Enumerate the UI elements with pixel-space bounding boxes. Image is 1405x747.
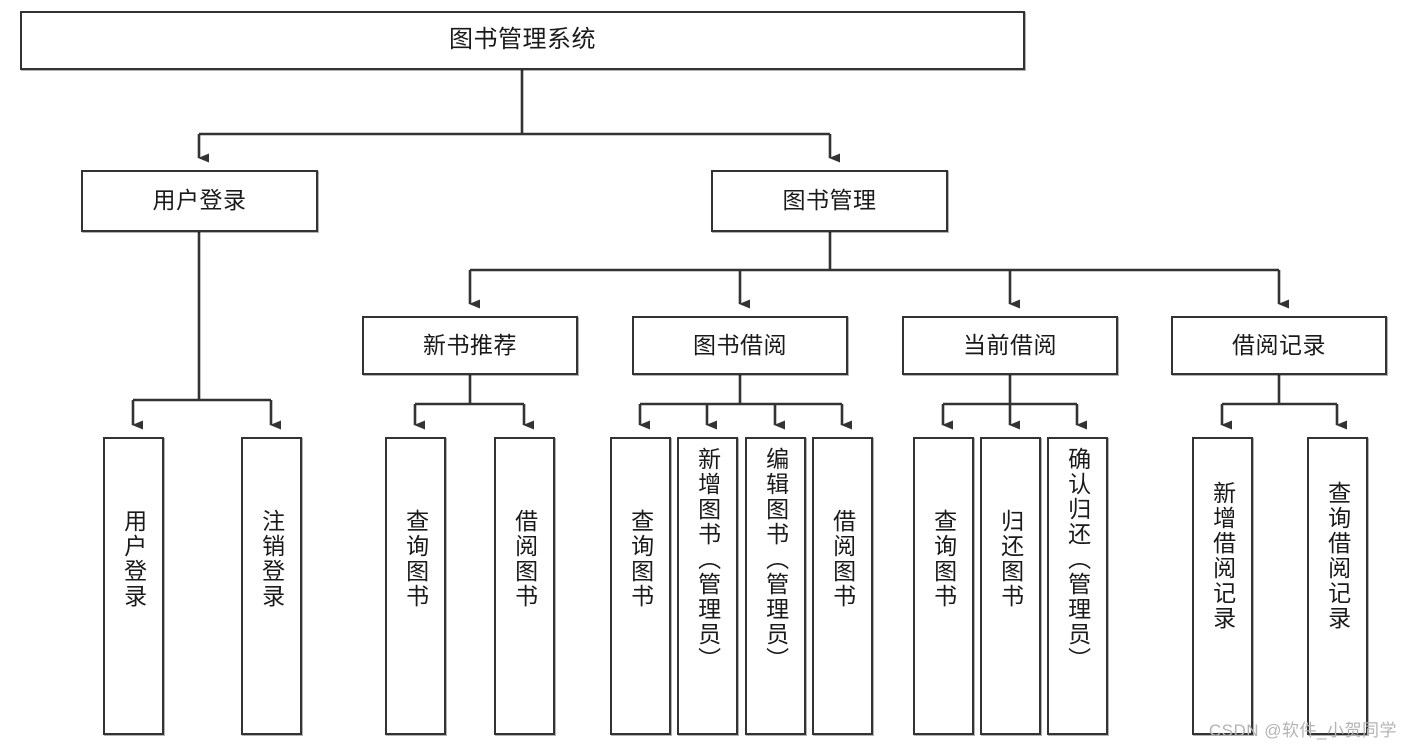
node-borrow-record[interactable]: 借阅记录 [1171,316,1387,375]
node-leaf-borrow-book-1[interactable]: 借阅图书 [494,437,555,735]
node-leaf-query-record[interactable]: 查询借阅记录 [1307,437,1368,735]
node-leaf-logout[interactable]: 注销登录 [241,437,302,735]
node-current-borrow-label: 当前借阅 [963,331,1057,358]
node-leaf-edit-book[interactable]: 编辑图书（管理员） [745,437,806,735]
node-leaf-query-book-2[interactable]: 查询图书 [610,437,671,735]
node-current-borrow[interactable]: 当前借阅 [902,316,1118,375]
node-leaf-query-record-label: 查询借阅记录 [1324,481,1351,631]
node-leaf-user-login[interactable]: 用户登录 [103,437,164,735]
csdn-watermark: CSDN @软件_小贺同学 [1208,721,1397,740]
node-new-book-rec[interactable]: 新书推荐 [362,316,578,375]
node-leaf-query-book-3-label: 查询图书 [930,509,957,609]
node-leaf-query-book-3[interactable]: 查询图书 [913,437,974,735]
node-leaf-borrow-book-2-label: 借阅图书 [829,509,856,609]
node-leaf-return-book[interactable]: 归还图书 [980,437,1041,735]
node-leaf-add-record-label: 新增借阅记录 [1209,481,1236,631]
node-root-label: 图书管理系统 [449,26,596,54]
node-leaf-add-record[interactable]: 新增借阅记录 [1192,437,1253,735]
node-leaf-query-book-1[interactable]: 查询图书 [385,437,446,735]
node-user-login-label: 用户登录 [152,187,247,214]
node-leaf-borrow-book-1-label: 借阅图书 [511,509,538,609]
node-leaf-add-book[interactable]: 新增图书（管理员） [677,437,738,735]
node-leaf-confirm-return-label: 确认归还（管理员） [1064,447,1091,672]
node-book-manage-label: 图书管理 [782,187,877,214]
node-leaf-edit-book-label: 编辑图书（管理员） [762,447,789,672]
node-book-borrow-label: 图书借阅 [693,331,787,358]
node-user-login[interactable]: 用户登录 [81,170,318,232]
node-leaf-return-book-label: 归还图书 [997,509,1024,609]
node-borrow-record-label: 借阅记录 [1232,331,1326,358]
node-book-borrow[interactable]: 图书借阅 [632,316,848,375]
node-leaf-logout-label: 注销登录 [258,509,285,609]
node-leaf-query-book-1-label: 查询图书 [402,509,429,609]
node-leaf-confirm-return[interactable]: 确认归还（管理员） [1047,437,1108,735]
node-new-book-rec-label: 新书推荐 [423,331,517,358]
node-leaf-add-book-label: 新增图书（管理员） [694,447,721,672]
node-leaf-user-login-label: 用户登录 [120,509,147,609]
node-book-manage[interactable]: 图书管理 [711,170,948,232]
node-root[interactable]: 图书管理系统 [20,11,1025,70]
node-leaf-borrow-book-2[interactable]: 借阅图书 [812,437,873,735]
node-leaf-query-book-2-label: 查询图书 [627,509,654,609]
